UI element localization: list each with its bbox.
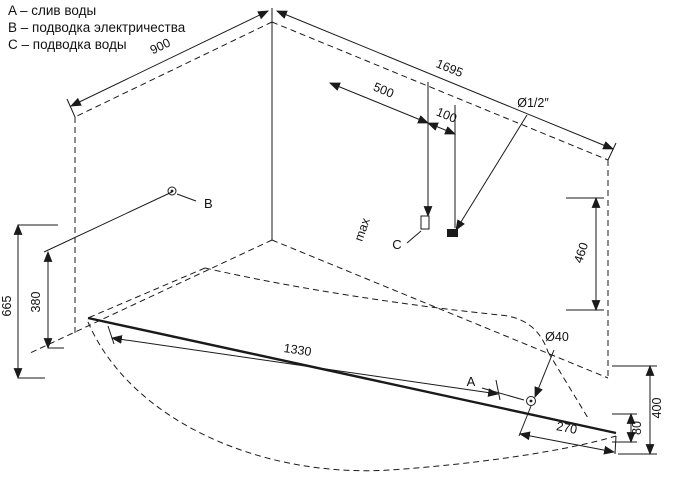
point-labels: B C A <box>204 196 476 389</box>
connection-markers <box>167 186 536 406</box>
ext-1695-right <box>607 142 617 161</box>
point-c-leader <box>406 230 422 244</box>
max-label: max <box>352 215 373 243</box>
point-a-label: A <box>467 374 476 389</box>
extension-lines <box>18 98 657 455</box>
point-b-center <box>170 189 174 193</box>
tub-front-edge <box>87 316 617 435</box>
ext-270-left <box>518 405 532 437</box>
dim-270-label: 270 <box>555 419 578 437</box>
dim-900-line <box>70 10 269 107</box>
point-b-label: B <box>204 196 213 211</box>
dim-270-line <box>518 431 616 455</box>
dim-1330-label: 1330 <box>283 341 313 359</box>
left-floor-edge <box>27 239 273 355</box>
dim-380-label: 380 <box>29 292 43 313</box>
pipe-diameter-label: Ø1/2″ <box>517 96 549 110</box>
dim-1330-line <box>110 335 500 397</box>
legend-line-c: C – подводка воды <box>8 37 127 52</box>
dim-400-label: 400 <box>650 398 664 419</box>
point-b-marker <box>167 186 177 196</box>
dim-665-label: 665 <box>0 296 14 317</box>
point-b-leader <box>176 193 197 202</box>
point-a-leader <box>481 387 525 401</box>
tub-rim-curve <box>204 267 549 353</box>
tub-base-curve <box>87 321 617 472</box>
ext-b-projection <box>43 191 173 253</box>
pipe-fitting <box>447 229 458 237</box>
ext-1330-right <box>495 379 501 401</box>
drain-diameter-label: Ø40 <box>545 330 569 344</box>
tub-left-edge <box>87 267 206 319</box>
right-wall-top-edge <box>271 21 609 161</box>
dim-1695-line <box>275 10 615 150</box>
dim-1695-label: 1695 <box>434 57 465 81</box>
pipe-leader <box>455 114 528 231</box>
dim-900-label: 900 <box>148 36 173 58</box>
point-c-stub <box>420 215 430 230</box>
legend-line-b: B – подводка электричества <box>8 20 186 35</box>
tub-right-edge <box>547 351 589 419</box>
dim-500-label: 500 <box>371 80 396 101</box>
point-a-center <box>529 399 533 403</box>
ext-270-right <box>614 435 617 455</box>
dimension-lines <box>13 10 655 456</box>
dim-500-line <box>328 82 430 124</box>
dim-460-label: 460 <box>571 241 591 265</box>
dim-100-line <box>426 122 457 135</box>
dim-80-label: 80 <box>630 421 644 435</box>
point-a-marker <box>526 396 536 406</box>
ext-900-left <box>66 98 76 118</box>
legend-line-a: A – слив воды <box>8 3 96 18</box>
dimension-labels: 900 1695 500 100 Ø1/2″ max 460 665 380 1… <box>0 36 664 437</box>
ext-1330-left <box>107 325 115 345</box>
tub-outline <box>87 267 617 472</box>
right-floor-edge <box>271 239 609 379</box>
point-c-label: C <box>392 237 401 252</box>
drain-leader <box>534 349 555 399</box>
